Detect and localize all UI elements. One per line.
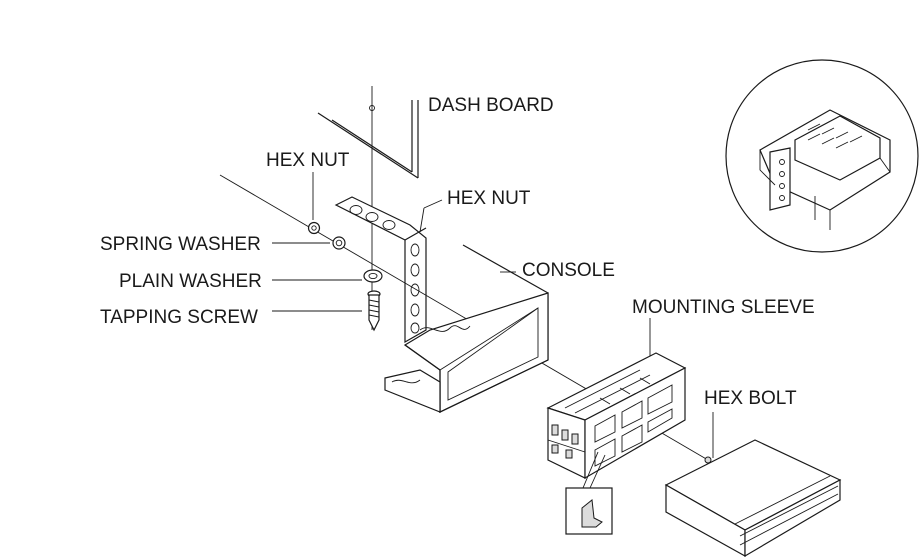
leader-lines — [272, 172, 651, 356]
label-plain-washer: PLAIN WASHER — [119, 271, 262, 292]
label-console: CONSOLE — [522, 260, 615, 281]
label-tapping-screw: TAPPING SCREW — [100, 307, 258, 328]
bracket-detail-circle — [725, 59, 919, 253]
mounting-sleeve — [546, 352, 687, 489]
radio-unit — [664, 439, 842, 558]
label-dash-board: DASH BOARD — [428, 95, 554, 116]
plain-washer-part — [363, 269, 383, 283]
spring-washer-part — [332, 236, 346, 250]
label-hex-nut-right: HEX NUT — [447, 188, 531, 209]
hex-nut-part — [307, 221, 321, 235]
label-spring-washer: SPRING WASHER — [100, 234, 261, 255]
console — [384, 244, 549, 413]
tab-detail-inset — [565, 487, 613, 535]
label-hex-nut-left: HEX NUT — [266, 150, 350, 171]
label-hex-bolt: HEX BOLT — [704, 388, 797, 409]
label-mounting-sleeve: MOUNTING SLEEVE — [632, 297, 815, 318]
tapping-screw-part — [367, 290, 381, 332]
metal-strap — [334, 196, 427, 344]
